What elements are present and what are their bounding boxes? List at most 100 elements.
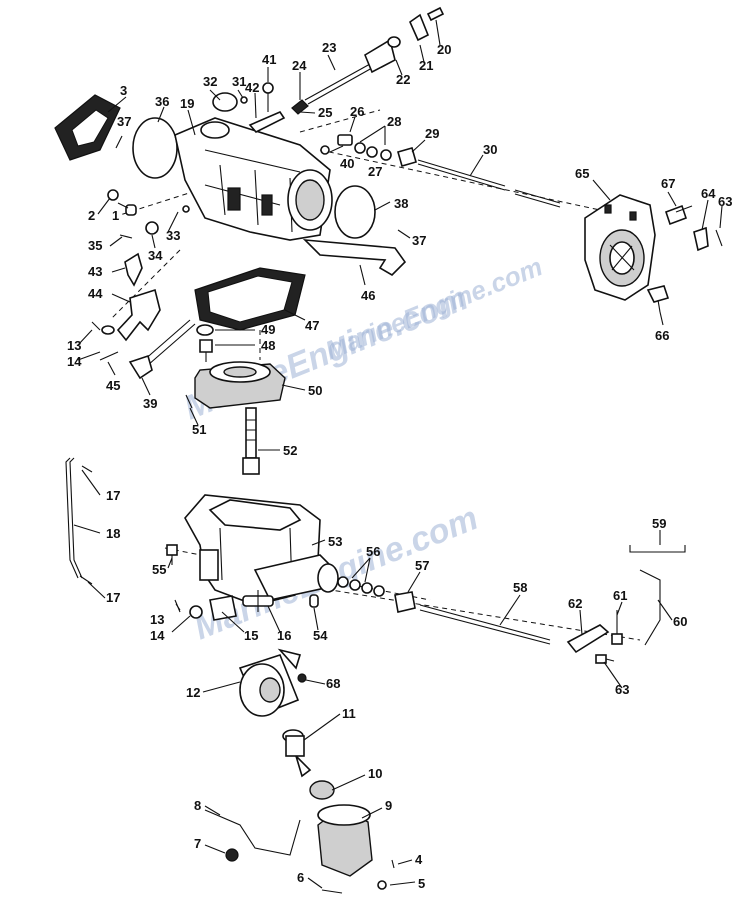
callout-labels: 3 36 19 32 31 41 42 24 23 25 26 28 27 29…: [67, 40, 732, 891]
top-small-parts: [212, 6, 445, 133]
callout-64: 64: [701, 186, 716, 201]
callout-63-lower: 63: [615, 682, 629, 697]
part-10-element: [309, 780, 335, 800]
callout-39: 39: [143, 396, 157, 411]
callout-52: 52: [283, 443, 297, 458]
callout-6: 6: [297, 870, 304, 885]
callout-30: 30: [483, 142, 497, 157]
callout-13-upper: 13: [67, 338, 81, 353]
callout-55: 55: [152, 562, 166, 577]
callout-37-upper: 37: [117, 114, 131, 129]
part-48-needle-seat: [199, 339, 213, 362]
callout-1: 1: [112, 208, 119, 223]
part-56-washers: [337, 576, 385, 597]
callout-46: 46: [361, 288, 375, 303]
callout-2: 2: [88, 208, 95, 223]
part-3-flange-gasket: [54, 94, 121, 161]
part-51-pin: [185, 394, 193, 409]
callout-14-lower: 14: [150, 628, 165, 643]
callout-67: 67: [661, 176, 675, 191]
callout-38: 38: [394, 196, 408, 211]
callout-33: 33: [166, 228, 180, 243]
watermark-3: MarineEngine.com: [321, 251, 547, 365]
callout-10: 10: [368, 766, 382, 781]
callout-53: 53: [328, 534, 342, 549]
callout-28: 28: [387, 114, 401, 129]
callout-29: 29: [425, 126, 439, 141]
part-59-bracket-line: [629, 545, 686, 553]
callout-51: 51: [192, 422, 206, 437]
callout-40: 40: [340, 156, 354, 171]
part-7-screw: [225, 848, 239, 862]
part-12-filter-housing: [238, 648, 302, 717]
callout-56: 56: [366, 544, 380, 559]
callout-19: 19: [180, 96, 194, 111]
part-19-upper-body: [174, 117, 333, 241]
callout-32: 32: [203, 74, 217, 89]
callout-22: 22: [396, 72, 410, 87]
part-60-rod: [639, 569, 661, 646]
left-linkage-parts: [91, 189, 196, 380]
callout-37-lower: 37: [412, 233, 426, 248]
callout-54: 54: [313, 628, 328, 643]
callout-57: 57: [415, 558, 429, 573]
callout-24: 24: [292, 58, 307, 73]
callout-11: 11: [342, 706, 356, 721]
callout-45: 45: [106, 378, 120, 393]
part-18-link-rod: [65, 457, 93, 585]
choke-shaft-parts: [320, 134, 561, 208]
callout-62: 62: [568, 596, 582, 611]
callout-36: 36: [155, 94, 169, 109]
callout-16: 16: [277, 628, 291, 643]
part-50-float: [194, 361, 286, 409]
callout-59: 59: [652, 516, 666, 531]
part-53-float-bowl: [184, 494, 339, 606]
callout-66: 66: [655, 328, 669, 343]
callout-50: 50: [308, 383, 322, 398]
part-58-needle: [419, 604, 551, 645]
callout-12: 12: [186, 685, 200, 700]
callout-8: 8: [194, 798, 201, 813]
callout-47: 47: [305, 318, 319, 333]
callout-58: 58: [513, 580, 527, 595]
lower-left-small-parts: [174, 590, 274, 621]
part-46-bracket: [302, 239, 407, 277]
callout-68: 68: [326, 676, 340, 691]
callout-18: 18: [106, 526, 120, 541]
part-49-washer: [196, 324, 214, 336]
part-65-choke-housing: [584, 194, 656, 301]
callout-43: 43: [88, 264, 102, 279]
callout-27: 27: [368, 164, 382, 179]
callout-26: 26: [350, 104, 364, 119]
callout-48: 48: [261, 338, 275, 353]
part-61-screw: [611, 610, 623, 645]
leader-lines: [73, 19, 723, 889]
callout-21: 21: [419, 58, 433, 73]
part-68-plug: [297, 673, 307, 683]
part-6-pin: [321, 889, 343, 894]
part-54-screw: [309, 594, 319, 608]
callout-34: 34: [148, 248, 163, 263]
callout-5: 5: [418, 876, 425, 891]
callout-3: 3: [120, 83, 127, 98]
callout-65: 65: [575, 166, 589, 181]
part-63-screw-lower: [595, 654, 615, 664]
callout-15: 15: [244, 628, 258, 643]
part-4-pin: [391, 859, 395, 869]
callout-20: 20: [437, 42, 451, 57]
callout-44: 44: [88, 286, 103, 301]
callout-63-upper: 63: [718, 194, 732, 209]
callout-61: 61: [613, 588, 627, 603]
callout-60: 60: [673, 614, 687, 629]
callout-31: 31: [232, 74, 246, 89]
callout-13-lower: 13: [150, 612, 164, 627]
callout-9: 9: [385, 798, 392, 813]
part-57-fitting: [394, 591, 416, 613]
callout-25: 25: [318, 105, 332, 120]
callout-35: 35: [88, 238, 102, 253]
part-38-choke-plate: [334, 185, 376, 239]
part-55-plug: [166, 544, 178, 565]
part-11-fitting: [282, 729, 312, 778]
